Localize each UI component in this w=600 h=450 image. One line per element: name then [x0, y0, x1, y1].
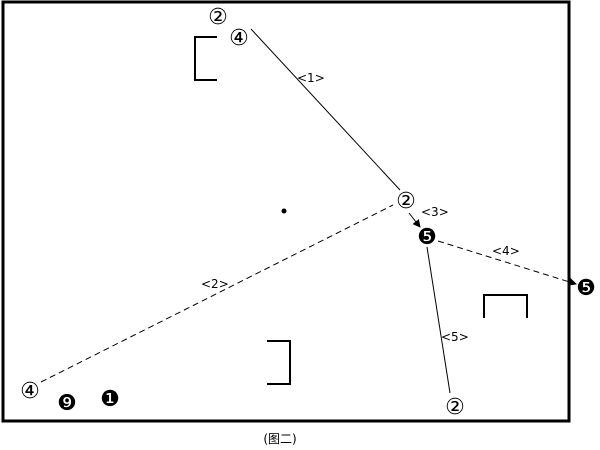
move-line-1 — [250, 28, 401, 191]
move-label-1: <1> — [297, 71, 325, 85]
player-2-top: ② — [208, 5, 228, 30]
move-label-4: <4> — [492, 244, 520, 258]
goal-right — [483, 294, 528, 318]
move-label-5: <5> — [441, 330, 469, 344]
player-1: ❶ — [100, 387, 120, 412]
player-2-mid: ② — [396, 189, 416, 214]
move-line-3 — [408, 212, 421, 228]
player-5-right: ❺ — [576, 276, 596, 301]
diagram-caption: (图二) — [263, 432, 297, 446]
move-label-2: <2> — [201, 277, 229, 291]
player-4-left: ④ — [20, 379, 40, 404]
field-boundary — [1, 0, 571, 423]
center-spot — [281, 208, 287, 214]
move-line-5 — [426, 246, 451, 394]
player-2-bottom: ② — [445, 395, 465, 420]
goal-bottom-center — [267, 340, 291, 385]
move-line-4 — [437, 240, 577, 286]
move-label-3: <3> — [421, 205, 449, 219]
goal-top-left — [194, 36, 217, 81]
move-line-2 — [40, 204, 394, 383]
player-4-top: ④ — [229, 26, 249, 51]
player-5-mid: ❺ — [417, 225, 437, 250]
player-9: ❾ — [57, 391, 77, 416]
